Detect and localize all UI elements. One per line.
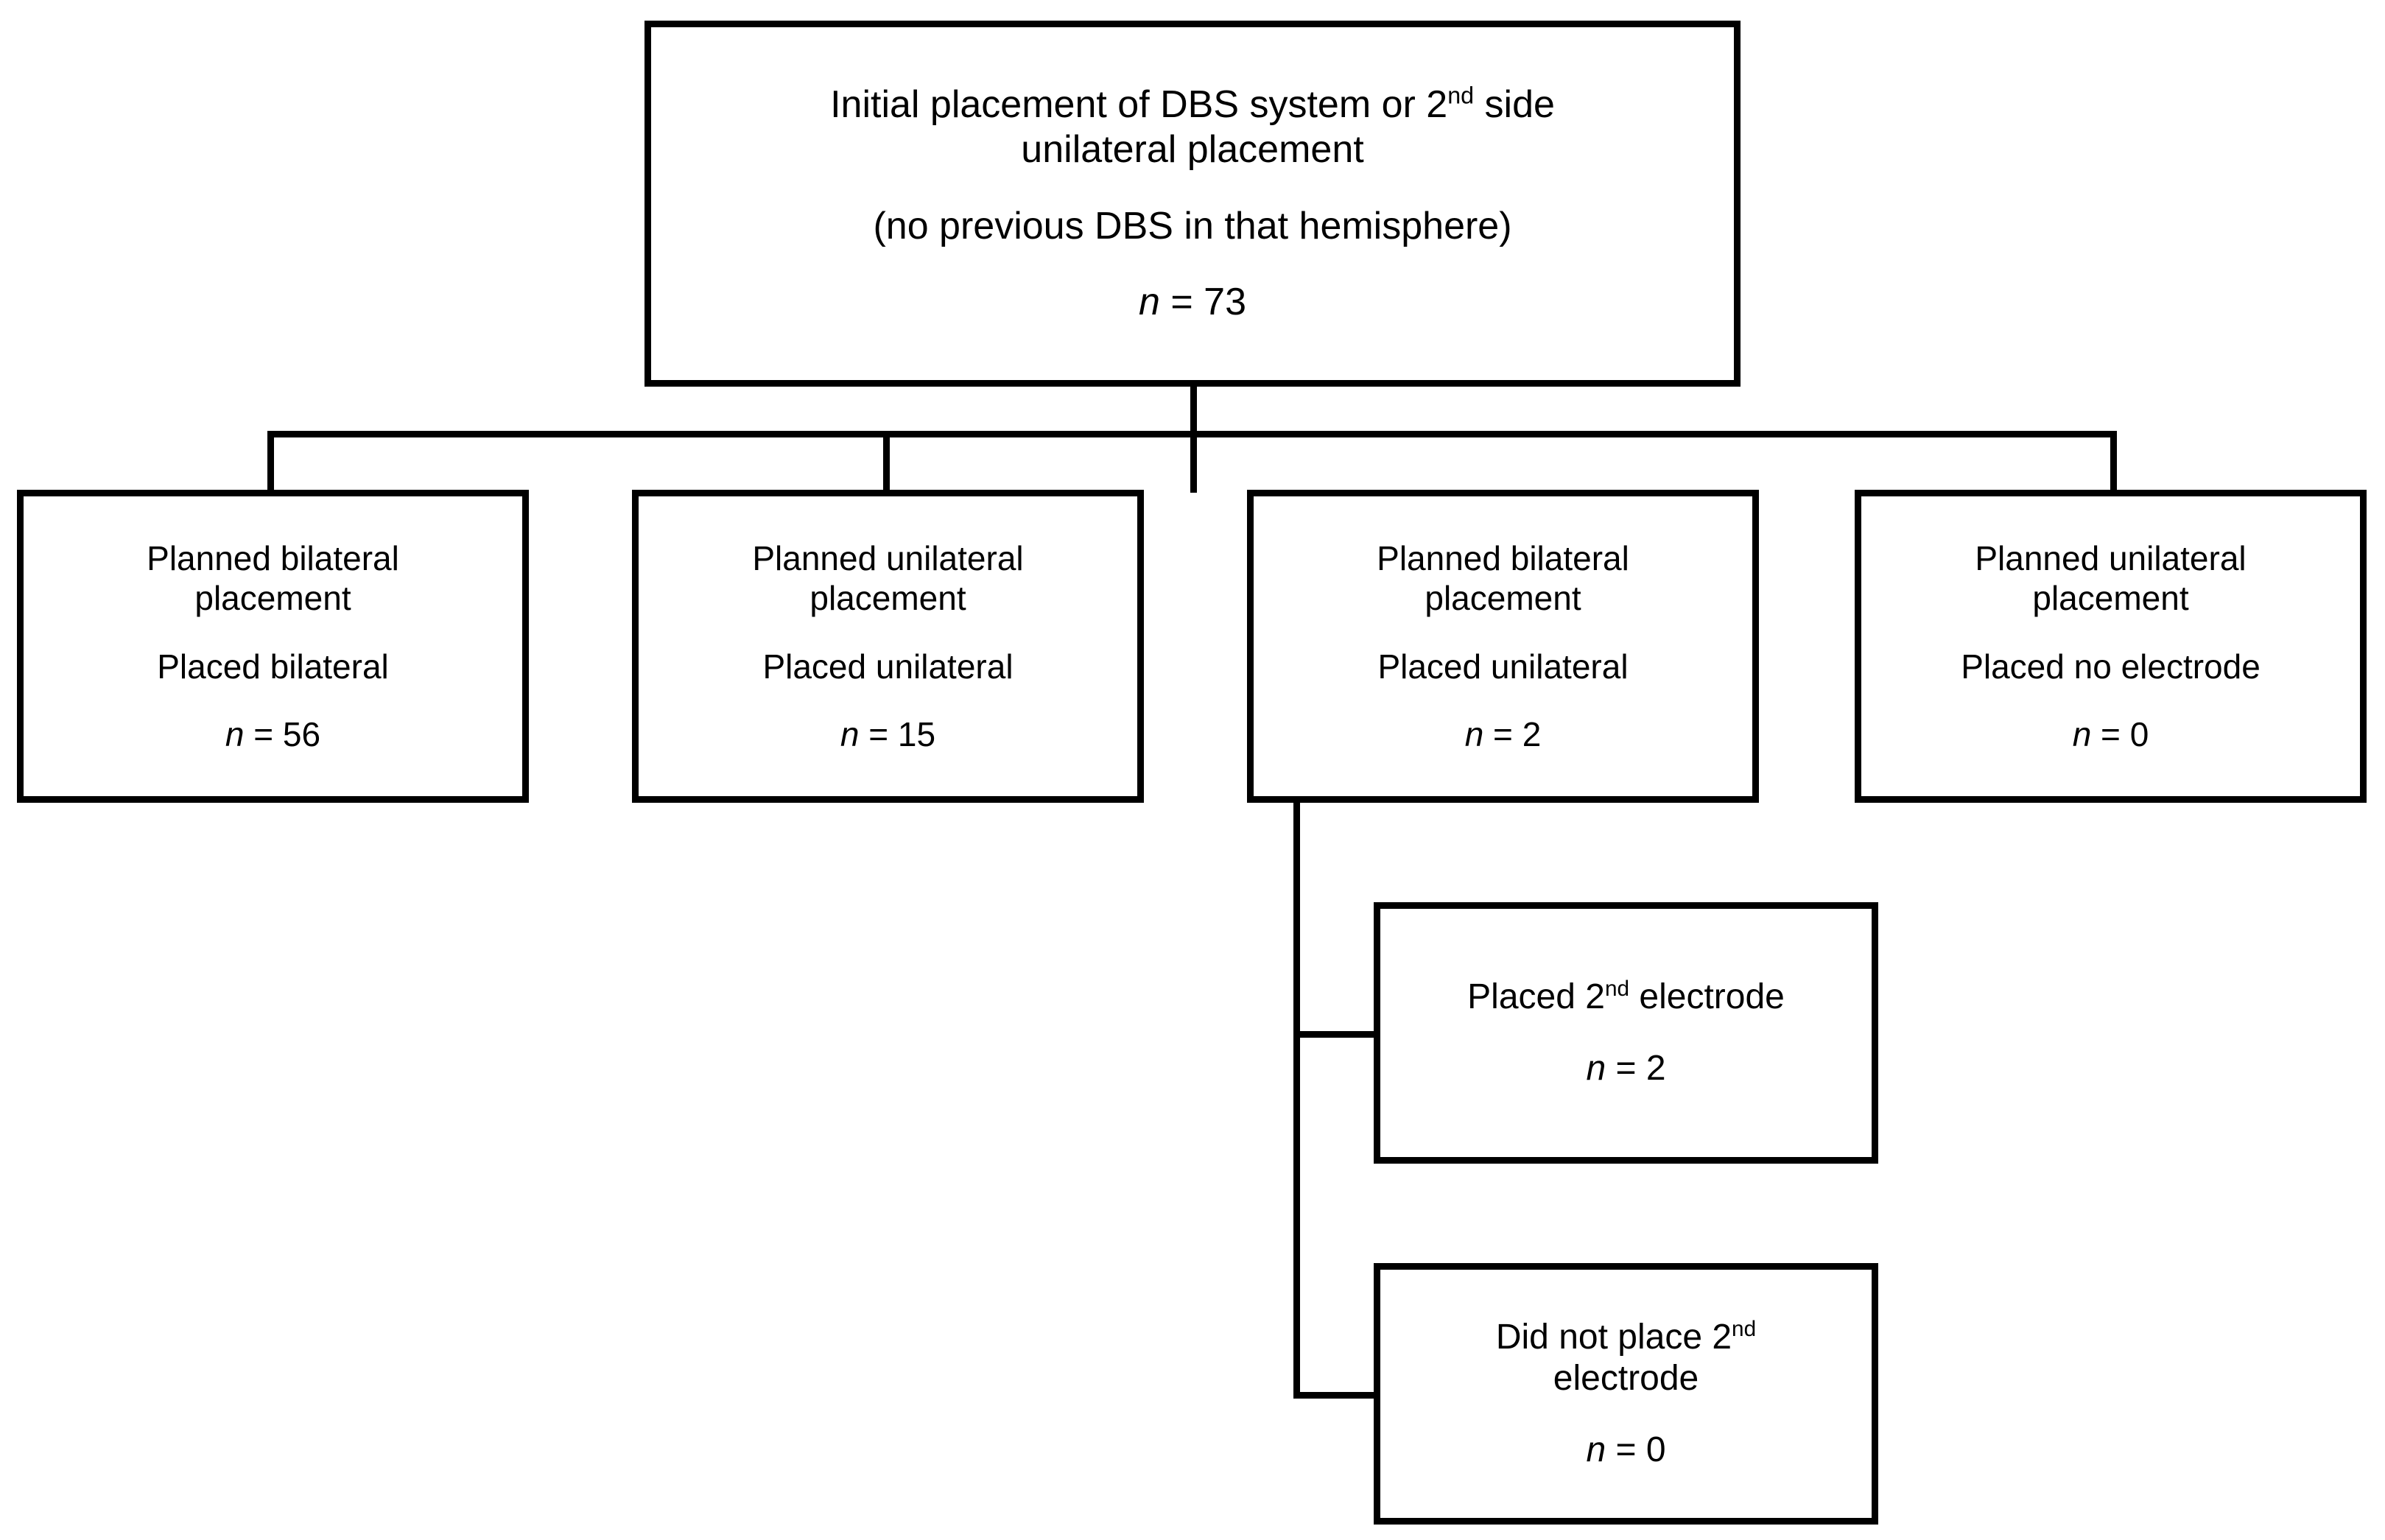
node-b4-count: n = 0 xyxy=(2072,714,2149,753)
node-b4-title-line1: Planned unilateral xyxy=(1975,538,2247,577)
node-b1-placed: Placed bilateral xyxy=(157,647,389,686)
node-b1-title-line2: placement xyxy=(194,579,351,618)
connector-root-trunk xyxy=(1190,384,1197,435)
connector-box3-sub-trunk xyxy=(1293,800,1300,1399)
node-b3-title-line1: Planned bilateral xyxy=(1377,538,1629,577)
node-initial-placement-line1: Initial placement of DBS system or 2nd s… xyxy=(830,82,1555,126)
node-planned-bilateral-placed-bilateral: Planned bilateral placement Placed bilat… xyxy=(17,490,529,803)
node-b1-count: n = 56 xyxy=(225,714,321,753)
node-s1-line1: Placed 2nd electrode xyxy=(1467,976,1785,1016)
node-b3-placed: Placed unilateral xyxy=(1377,647,1629,686)
connector-drop-box2 xyxy=(883,431,890,493)
node-did-not-place-second-electrode: Did not place 2nd electrode n = 0 xyxy=(1374,1263,1878,1525)
connector-arm-subbox1 xyxy=(1293,1031,1377,1038)
node-initial-placement: Initial placement of DBS system or 2nd s… xyxy=(644,21,1741,387)
connector-drop-box1 xyxy=(267,431,274,493)
node-initial-placement-line2: unilateral placement xyxy=(1021,128,1364,172)
node-planned-unilateral-placed-no-electrode: Planned unilateral placement Placed no e… xyxy=(1855,490,2367,803)
node-b1-title-line1: Planned bilateral xyxy=(147,538,399,577)
connector-drop-box3 xyxy=(1190,431,1197,493)
node-b2-count: n = 15 xyxy=(840,714,936,753)
node-b4-placed: Placed no electrode xyxy=(1961,647,2261,686)
node-b3-count: n = 2 xyxy=(1464,714,1542,753)
ordinal-suffix-nd: nd xyxy=(1447,82,1475,109)
ordinal-suffix-nd: nd xyxy=(1732,1316,1757,1341)
node-initial-placement-line3: (no previous DBS in that hemisphere) xyxy=(873,204,1512,247)
node-planned-unilateral-placed-unilateral: Planned unilateral placement Placed unil… xyxy=(632,490,1144,803)
connector-arm-subbox2 xyxy=(1293,1392,1377,1399)
node-b2-title-line1: Planned unilateral xyxy=(752,538,1024,577)
node-s2-line2: electrode xyxy=(1553,1359,1699,1399)
ordinal-suffix-nd: nd xyxy=(1604,976,1630,1001)
connector-drop-box4 xyxy=(2110,431,2117,493)
node-s1-count: n = 2 xyxy=(1586,1048,1666,1088)
node-b3-title-line2: placement xyxy=(1425,579,1581,618)
node-initial-placement-count: n = 73 xyxy=(1138,280,1247,323)
node-b2-title-line2: placement xyxy=(809,579,966,618)
node-s2-line1: Did not place 2nd xyxy=(1495,1316,1757,1357)
node-b4-title-line2: placement xyxy=(2032,579,2189,618)
node-planned-bilateral-placed-unilateral: Planned bilateral placement Placed unila… xyxy=(1247,490,1759,803)
node-placed-second-electrode: Placed 2nd electrode n = 2 xyxy=(1374,902,1878,1164)
node-b2-placed: Placed unilateral xyxy=(762,647,1014,686)
node-s2-count: n = 0 xyxy=(1586,1430,1666,1469)
